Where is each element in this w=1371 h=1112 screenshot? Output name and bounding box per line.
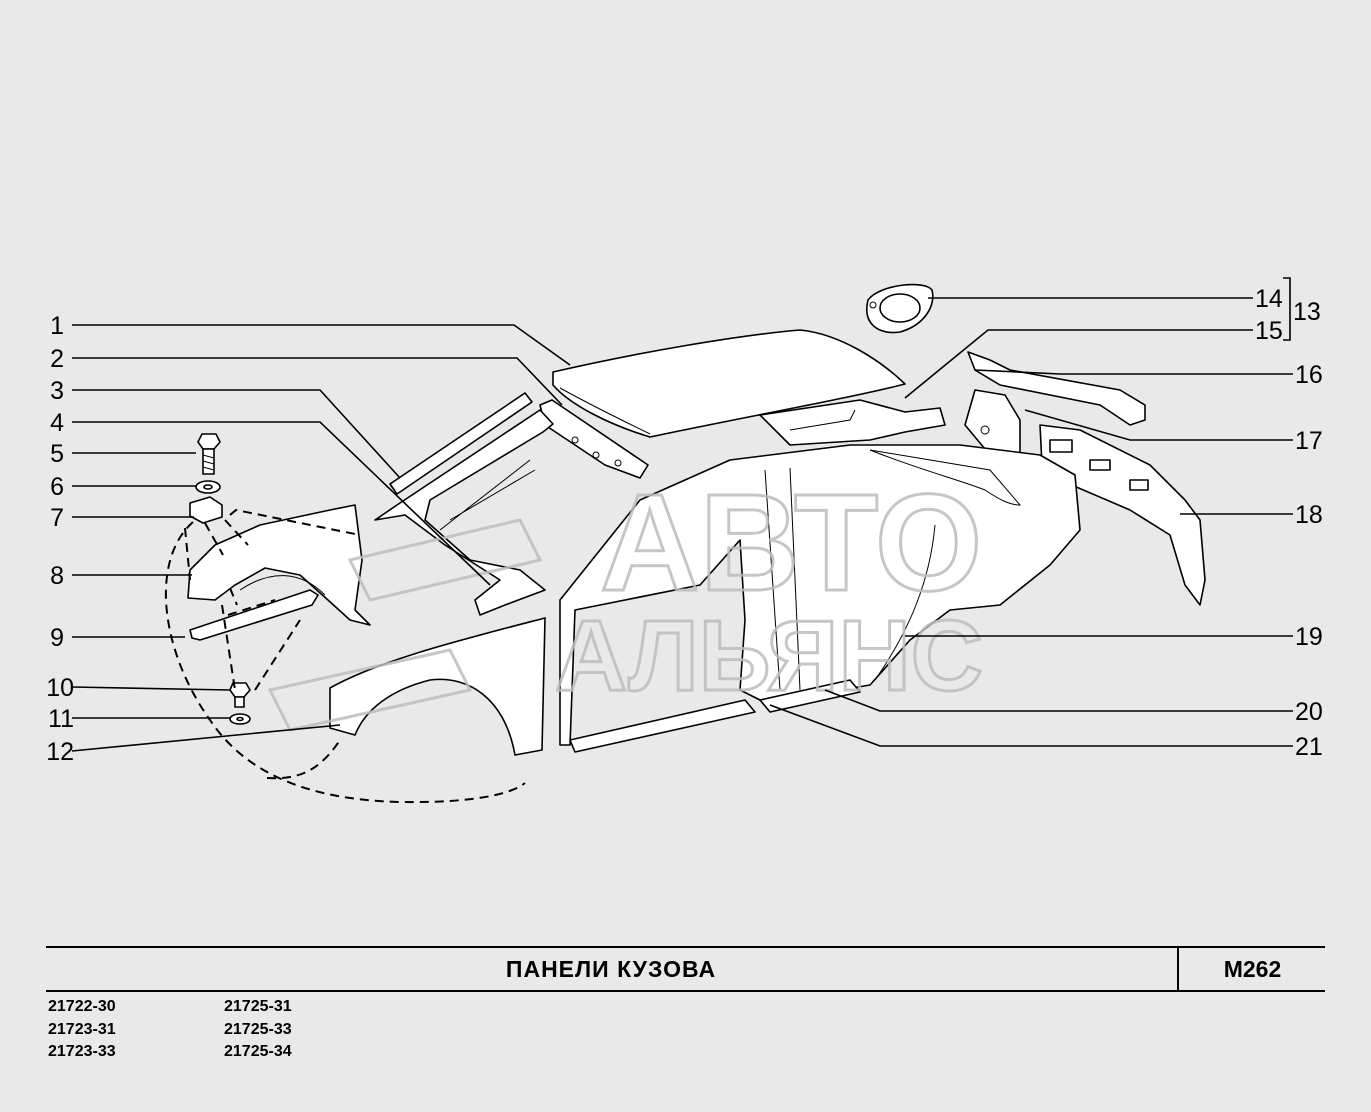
roof-side-rail — [389, 392, 533, 495]
model-code: 21725-34 — [224, 1043, 292, 1060]
label-4: 4 — [50, 409, 64, 437]
label-17: 17 — [1295, 427, 1323, 455]
rear-arch-inner — [964, 389, 1021, 456]
front-fender — [329, 617, 546, 756]
fender-support — [189, 589, 319, 641]
label-6: 6 — [50, 473, 64, 501]
rear-shelf-member — [967, 351, 1146, 426]
watermark-line1: АВТО — [600, 466, 982, 620]
footer-top-rule — [46, 946, 1325, 948]
bolt-5 — [197, 433, 221, 475]
model-code: 21723-31 — [48, 1020, 116, 1038]
models-col-2: 21725-31 21725-33 21725-34 — [224, 996, 292, 1064]
label-13: 13 — [1293, 298, 1321, 326]
label-7: 7 — [50, 504, 64, 532]
washer-11 — [229, 713, 251, 725]
watermark-line2: АЛЬЯНС — [555, 600, 983, 712]
washer-6 — [195, 480, 221, 494]
body-side-panel — [559, 444, 1081, 746]
leader-lines — [71, 277, 1293, 752]
roof-panel — [552, 329, 906, 438]
fuel-filler-flap — [866, 283, 934, 334]
rear-sill — [759, 679, 861, 713]
page-title: ПАНЕЛИ КУЗОВА — [505, 955, 717, 982]
label-20: 20 — [1295, 698, 1323, 726]
assembly-paths — [164, 508, 526, 804]
label-8: 8 — [50, 562, 64, 590]
label-2: 2 — [50, 345, 64, 373]
windshield-pillar — [374, 409, 554, 616]
parts-drawing — [187, 283, 1206, 756]
label-5: 5 — [50, 440, 64, 468]
label-16: 16 — [1295, 361, 1323, 389]
bracket-7 — [189, 496, 223, 524]
label-3: 3 — [50, 377, 64, 405]
label-14: 14 — [1255, 285, 1283, 313]
side-sill — [569, 699, 756, 753]
label-15: 15 — [1255, 317, 1283, 345]
model-code: 21722-30 — [48, 998, 116, 1015]
bolt-10 — [229, 682, 251, 708]
label-21: 21 — [1295, 733, 1323, 761]
rear-window-panel — [759, 399, 946, 446]
footer-divider — [1177, 946, 1179, 992]
label-19: 19 — [1295, 623, 1323, 651]
label-18: 18 — [1295, 501, 1323, 529]
model-code: 21725-31 — [224, 998, 292, 1015]
callout-labels: 1 2 3 4 5 6 7 8 9 10 11 12 14 15 13 16 1… — [46, 285, 1323, 766]
label-9: 9 — [50, 624, 64, 652]
label-12: 12 — [46, 738, 74, 766]
label-11: 11 — [48, 705, 74, 733]
models-col-1: 21722-30 21723-31 21723-33 — [48, 996, 116, 1064]
footer-bottom-rule — [46, 990, 1325, 992]
watermark: АВТО АЛЬЯНС — [267, 465, 984, 732]
label-1: 1 — [50, 312, 64, 340]
label-10: 10 — [46, 674, 74, 702]
page-code: М262 — [1223, 955, 1282, 982]
model-code: 21725-33 — [224, 1020, 292, 1038]
model-code: 21723-33 — [48, 1043, 116, 1060]
